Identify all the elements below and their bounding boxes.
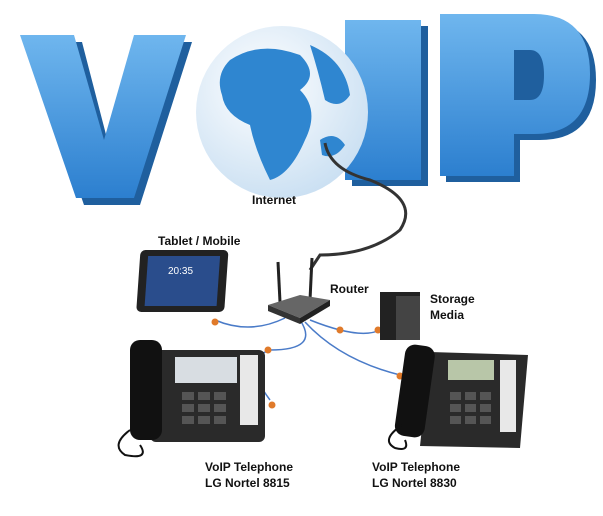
storage-label-line2: Media [430,308,465,322]
phone-8815-icon [117,340,265,458]
phone2-label-line1: VoIP Telephone [372,460,461,474]
tablet-icon: 20:35 [136,250,229,312]
phone2-label-line2: LG Nortel 8830 [372,476,457,490]
letter-p [440,14,596,182]
router-icon [268,257,330,324]
phone1-label-line1: VoIP Telephone [205,460,294,474]
phone-8830-icon [387,344,528,450]
tablet-clock: 20:35 [168,266,193,277]
router-label: Router [330,282,369,296]
letter-v [20,35,192,205]
internet-label: Internet [252,193,297,207]
globe-icon [196,26,368,198]
phone1-label-line2: LG Nortel 8815 [205,476,290,490]
tablet-label: Tablet / Mobile [158,234,241,248]
storage-icon [380,292,420,340]
storage-label-line1: Storage [430,292,475,306]
